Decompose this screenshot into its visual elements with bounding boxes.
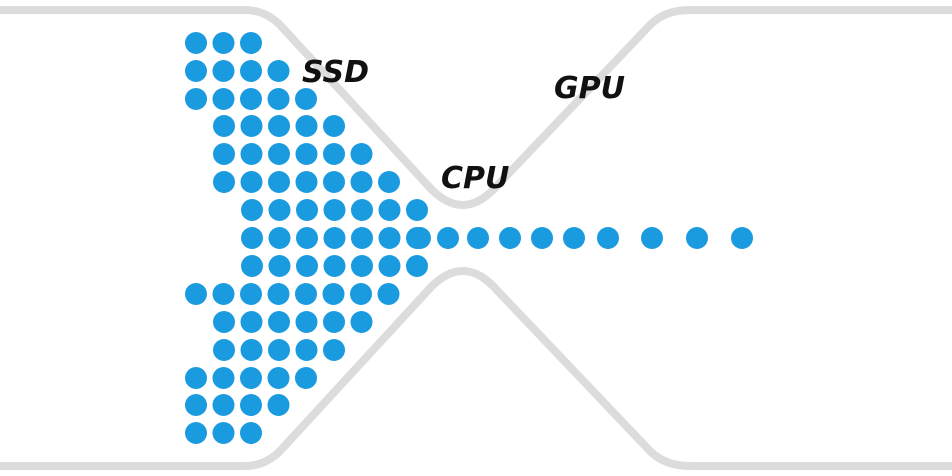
data-dot	[351, 255, 373, 277]
data-dot	[378, 171, 400, 193]
data-dot	[241, 255, 263, 277]
data-dot	[267, 283, 290, 305]
data-dot	[267, 367, 290, 389]
data-dot	[467, 227, 489, 249]
data-dot	[268, 311, 290, 333]
data-dot	[268, 115, 290, 137]
data-dot	[185, 32, 207, 54]
data-dot	[213, 143, 235, 165]
data-dot	[351, 199, 373, 221]
data-dot	[268, 255, 291, 277]
data-dot	[295, 115, 318, 137]
data-dot	[323, 227, 346, 249]
data-dot	[437, 227, 459, 249]
data-dot	[686, 227, 708, 249]
data-dot	[296, 227, 318, 249]
data-dot	[377, 283, 400, 305]
cpu-label: CPU	[441, 161, 509, 196]
data-dot	[212, 283, 235, 305]
funnel-bottom-outline	[0, 267, 952, 470]
data-dot	[185, 88, 207, 110]
data-dot	[212, 422, 235, 444]
data-dot	[406, 255, 428, 277]
data-dot	[212, 394, 235, 416]
data-dot	[295, 143, 318, 165]
data-dot	[378, 199, 401, 221]
data-dot	[212, 367, 235, 389]
data-dot	[350, 171, 373, 193]
data-dot	[213, 171, 235, 193]
data-dot	[597, 227, 619, 249]
data-dot	[213, 311, 235, 333]
data-dot	[323, 255, 346, 277]
data-dot	[241, 199, 263, 221]
data-dot	[350, 143, 373, 165]
data-dot	[212, 88, 235, 110]
data-dot	[295, 311, 318, 333]
data-dot	[185, 60, 207, 82]
data-dot	[268, 227, 291, 249]
data-dot	[295, 283, 317, 305]
data-dot	[267, 394, 290, 416]
data-dot	[240, 367, 262, 389]
data-dot	[240, 394, 262, 416]
data-dot	[378, 255, 401, 277]
data-dots	[185, 32, 753, 444]
gpu-label: GPU	[554, 71, 625, 106]
data-dot	[499, 227, 521, 249]
ssd-label: SSD	[302, 55, 369, 90]
data-dot	[240, 115, 263, 137]
data-dot	[240, 171, 263, 193]
data-dot	[323, 339, 345, 361]
data-dot	[323, 115, 345, 137]
data-dot	[267, 88, 290, 110]
data-dot	[268, 143, 290, 165]
data-dot	[351, 227, 373, 249]
data-dot	[731, 227, 753, 249]
data-dot	[268, 199, 291, 221]
data-dot	[295, 367, 317, 389]
data-dot	[295, 88, 317, 110]
data-dot	[406, 199, 428, 221]
data-dot	[323, 171, 345, 193]
data-dot	[185, 394, 207, 416]
data-dot	[240, 60, 262, 82]
data-dot	[350, 283, 372, 305]
data-dot	[185, 422, 207, 444]
data-dot	[185, 283, 207, 305]
data-dot	[268, 171, 290, 193]
data-dot	[323, 311, 345, 333]
data-dot	[267, 60, 290, 82]
data-dot	[563, 227, 585, 249]
data-dot	[212, 60, 235, 82]
data-dot	[378, 227, 401, 249]
data-dot	[531, 227, 553, 249]
data-dot	[296, 255, 318, 277]
data-dot	[213, 339, 235, 361]
data-dot	[296, 199, 318, 221]
data-dot	[322, 283, 345, 305]
data-dot	[323, 143, 345, 165]
data-dot	[241, 227, 263, 249]
data-dot	[240, 339, 263, 361]
data-dot	[213, 115, 235, 137]
data-dot	[240, 422, 262, 444]
data-dot	[409, 227, 431, 249]
data-dot	[240, 283, 262, 305]
data-dot	[185, 367, 207, 389]
data-dot	[641, 227, 663, 249]
data-dot	[323, 199, 346, 221]
data-dot	[295, 171, 318, 193]
funnel-top-outline	[0, 6, 952, 209]
data-dot	[212, 32, 235, 54]
data-dot	[295, 339, 318, 361]
data-dot	[240, 88, 262, 110]
data-dot	[350, 311, 373, 333]
data-dot	[240, 311, 263, 333]
data-dot	[240, 143, 263, 165]
data-dot	[240, 32, 262, 54]
data-dot	[268, 339, 290, 361]
